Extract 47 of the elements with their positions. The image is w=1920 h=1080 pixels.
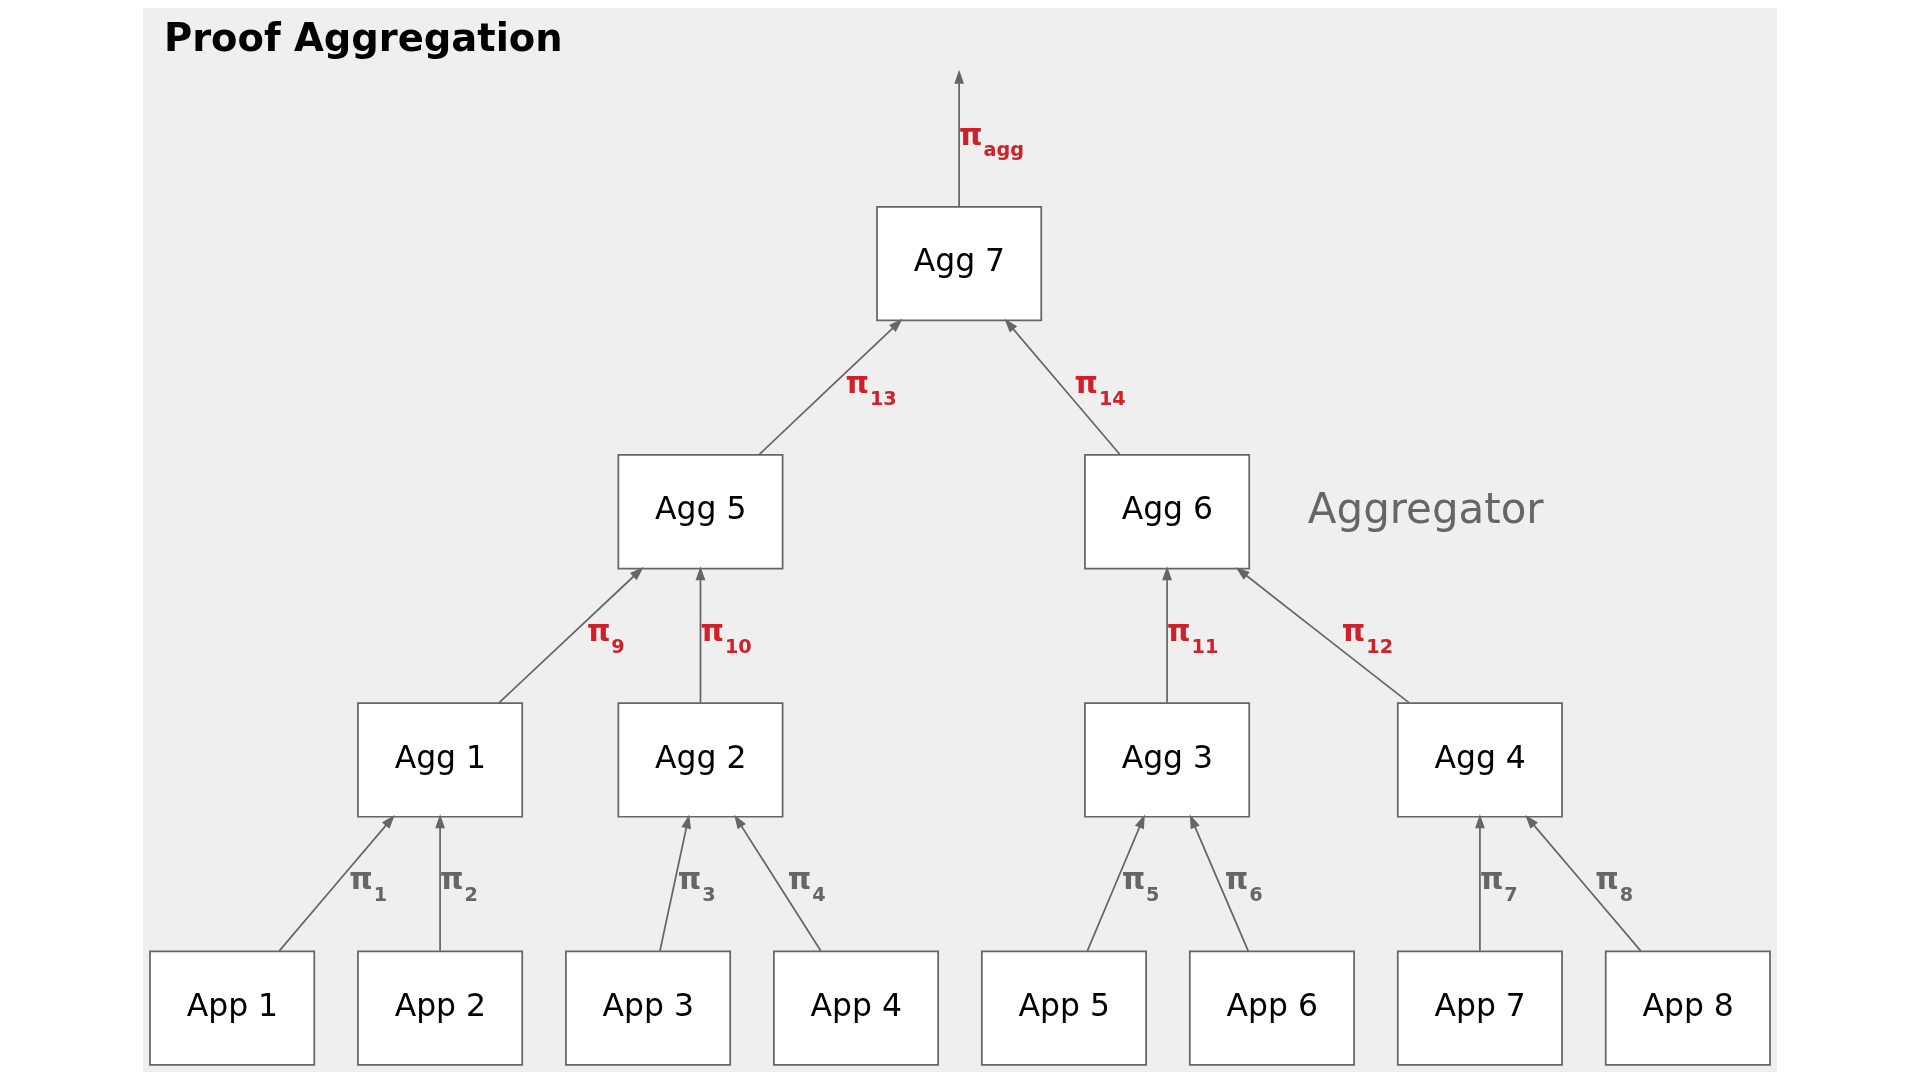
edge-label: π$_{13}$	[845, 365, 897, 410]
arrow	[695, 566, 706, 704]
arrow	[278, 814, 395, 952]
node-box: App 5	[980, 950, 1147, 1066]
edge-label: π$_{1}$	[349, 861, 388, 906]
edge-label: π$_{14}$	[1074, 365, 1126, 410]
edge-label: π$_{4}$	[787, 861, 826, 906]
node-box: Agg 5	[617, 454, 784, 570]
node-box: Agg 4	[1396, 702, 1563, 818]
node-box: App 6	[1188, 950, 1355, 1066]
edge-label: π$_{11}$	[1167, 613, 1219, 658]
node-box: App 1	[149, 950, 316, 1066]
arrow	[1004, 318, 1121, 456]
arrow	[954, 69, 965, 208]
node-box: App 8	[1604, 950, 1771, 1066]
edge-label: π$_{2}$	[440, 861, 478, 906]
node-box: App 4	[773, 950, 940, 1066]
node-box: App 7	[1396, 950, 1563, 1066]
node-box: App 2	[357, 950, 524, 1066]
edge-label: π$_{3}$	[677, 861, 716, 906]
arrow	[1475, 814, 1485, 952]
arrow	[435, 814, 445, 952]
arrow	[758, 318, 903, 456]
edge-label: π$_{9}$	[586, 613, 625, 658]
edge-label: π$_{8}$	[1595, 861, 1634, 906]
arrow	[1235, 567, 1410, 704]
node-box: Agg 6	[1084, 454, 1251, 570]
node-box: App 3	[565, 950, 732, 1066]
label: Aggregator	[1307, 483, 1544, 533]
arrow	[734, 814, 822, 952]
arrow	[1162, 566, 1172, 704]
edge-label: π$_{10}$	[700, 613, 752, 658]
edge-label: π$_{12}$	[1341, 613, 1394, 658]
arrow	[1525, 814, 1642, 952]
arrow	[1086, 814, 1145, 952]
edge-label: π$_{7}$	[1479, 861, 1518, 906]
arrow	[1189, 814, 1250, 952]
edge-label: π$_{5}$	[1121, 861, 1160, 906]
node-box: Agg 7	[876, 205, 1043, 322]
node-box: Agg 1	[357, 702, 524, 818]
diagram-title: Proof Aggregation	[163, 15, 563, 61]
arrow	[498, 567, 644, 704]
edge-label: π$_{6}$	[1224, 861, 1263, 906]
edge-label: π$_{agg}$	[959, 116, 1025, 162]
node-box: Agg 2	[617, 702, 784, 818]
node-box: Agg 3	[1084, 702, 1251, 818]
arrow	[659, 814, 692, 952]
